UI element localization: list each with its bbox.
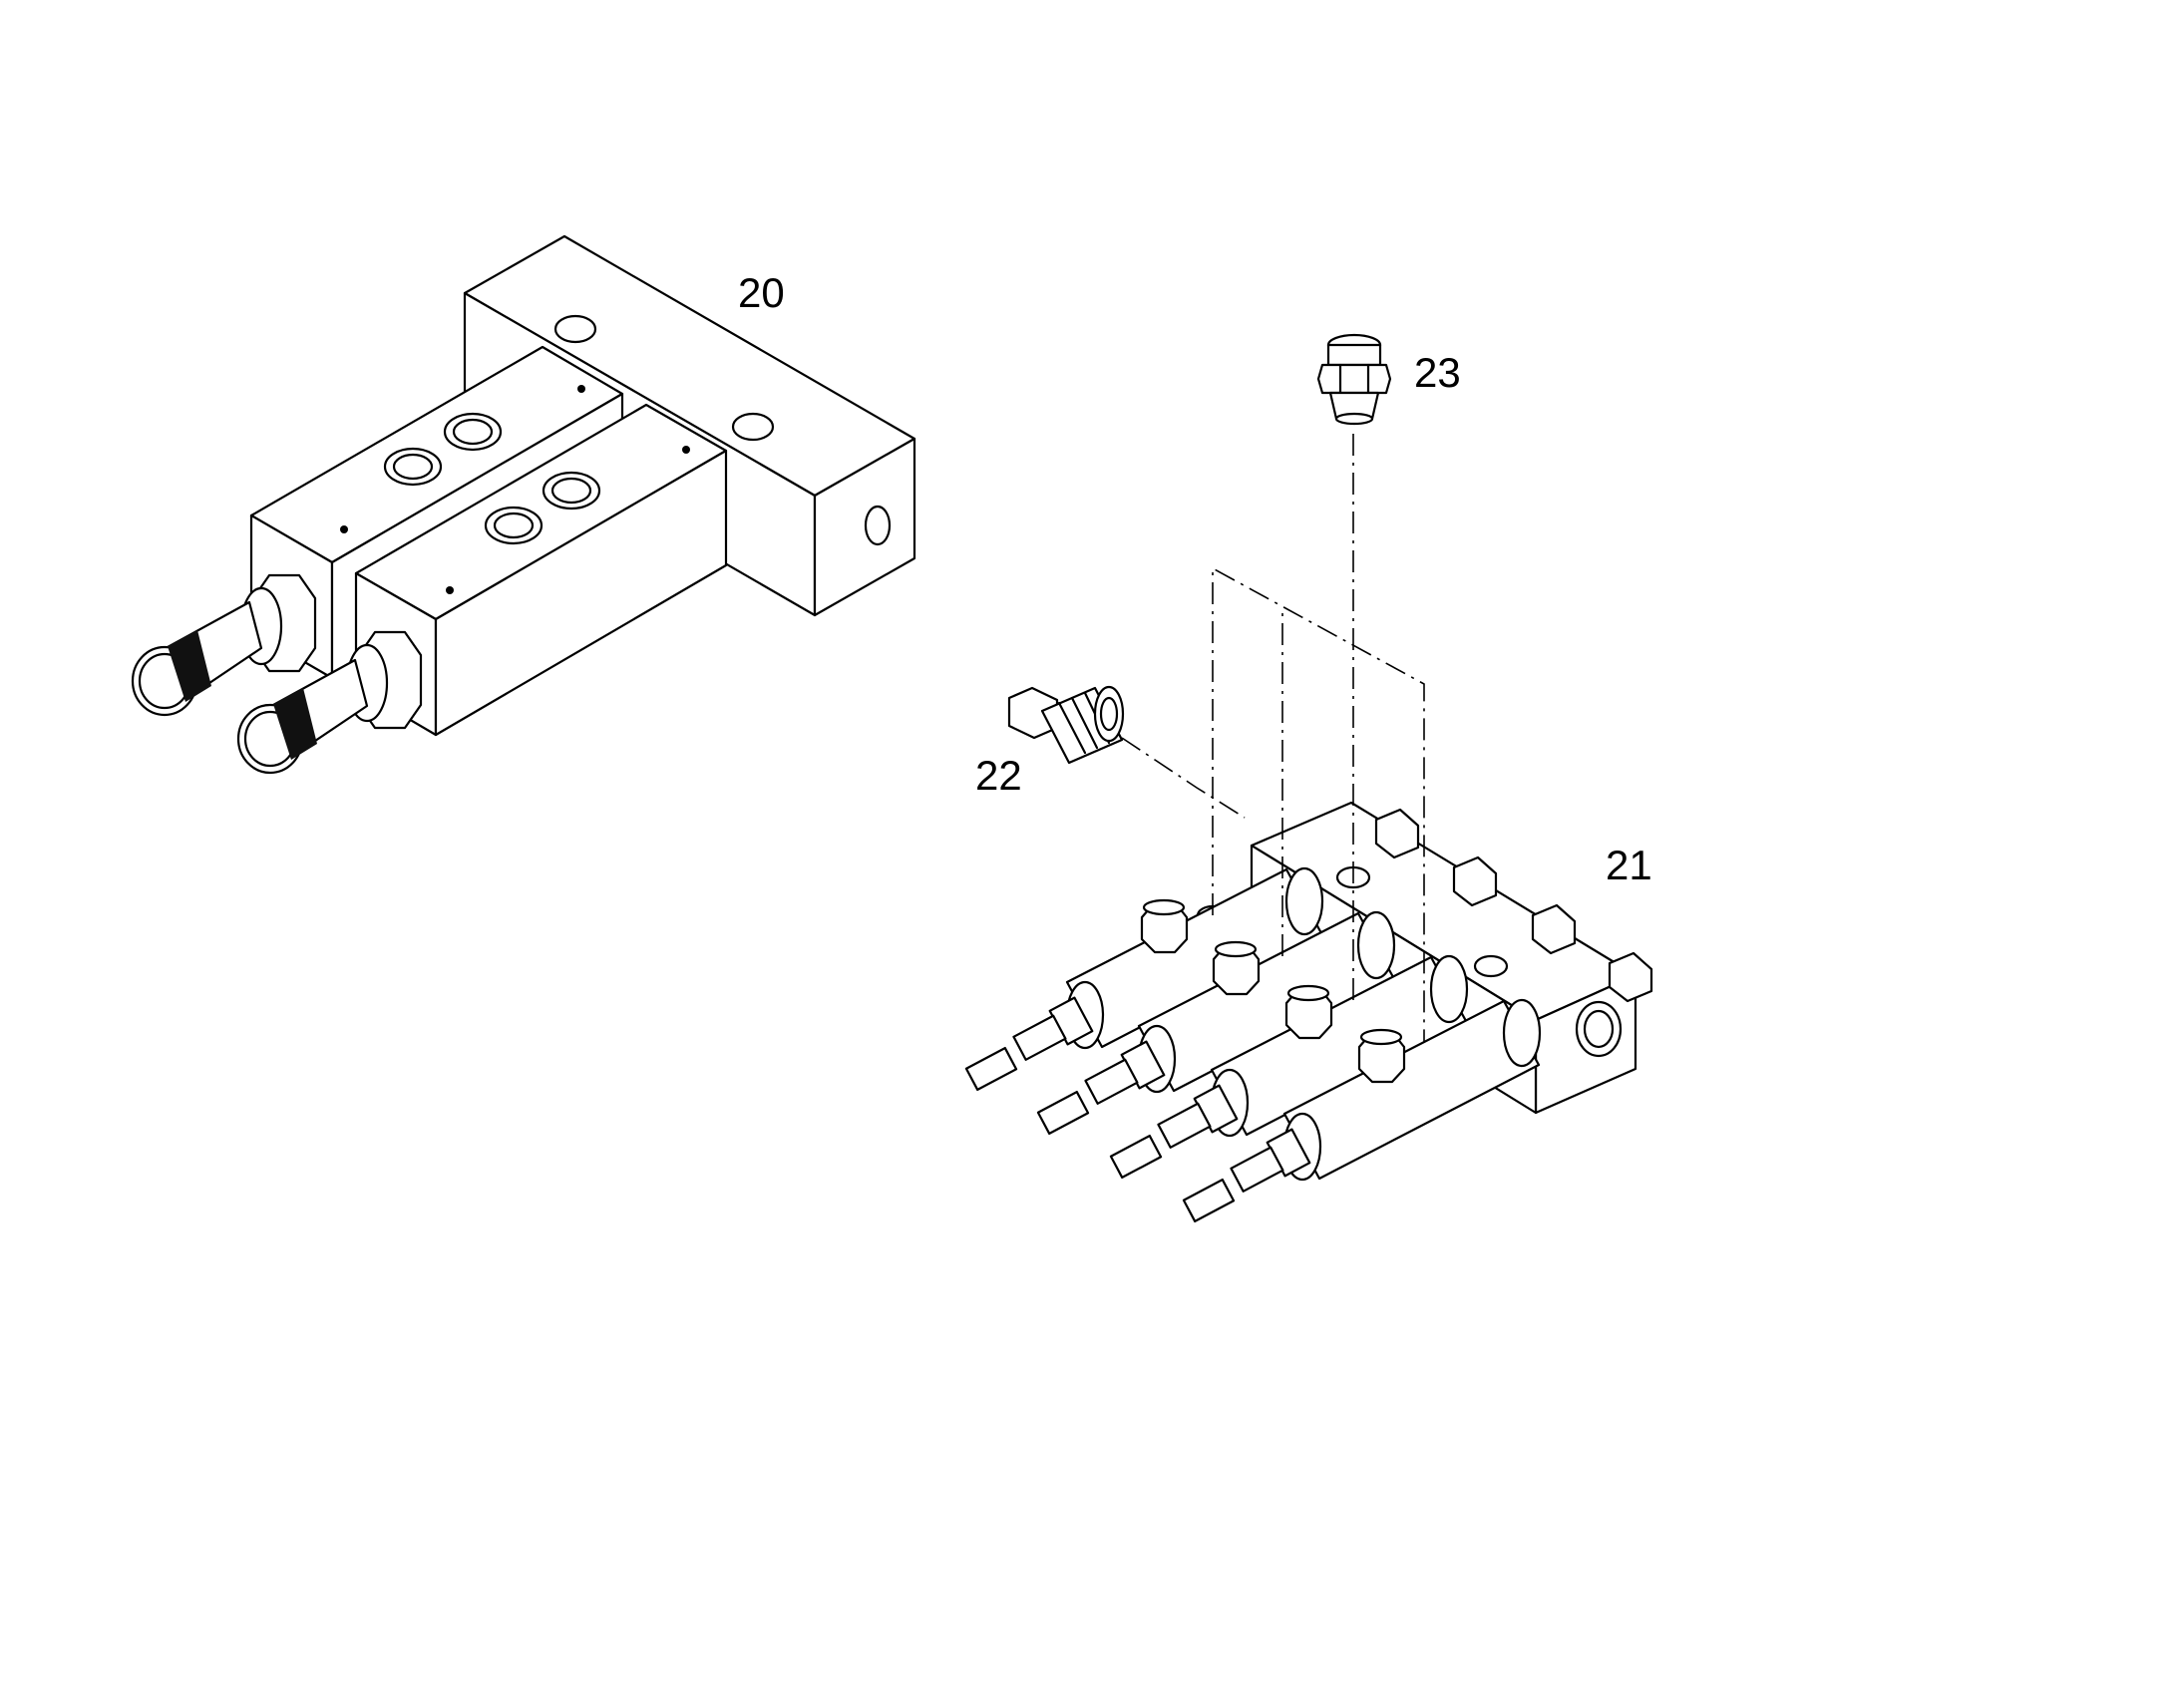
metering-unit-2 (1036, 910, 1396, 1136)
solenoid-knob-rear (131, 573, 317, 717)
callout-21: 21 (1606, 842, 1652, 888)
metering-unit-1 (964, 866, 1324, 1092)
assembly-leader-lines (1121, 429, 1425, 1043)
plug-22 (1007, 685, 1125, 765)
callout-20: 20 (738, 269, 785, 316)
fitting-23 (1316, 333, 1392, 426)
manifold-block-21 (964, 801, 1653, 1223)
valve-assembly-20 (131, 234, 916, 775)
metering-unit-3 (1109, 954, 1469, 1180)
callout-23: 23 (1414, 349, 1461, 396)
metering-unit-4 (1182, 998, 1542, 1223)
callout-22: 22 (975, 752, 1022, 799)
solenoid-knob-front (236, 630, 423, 775)
